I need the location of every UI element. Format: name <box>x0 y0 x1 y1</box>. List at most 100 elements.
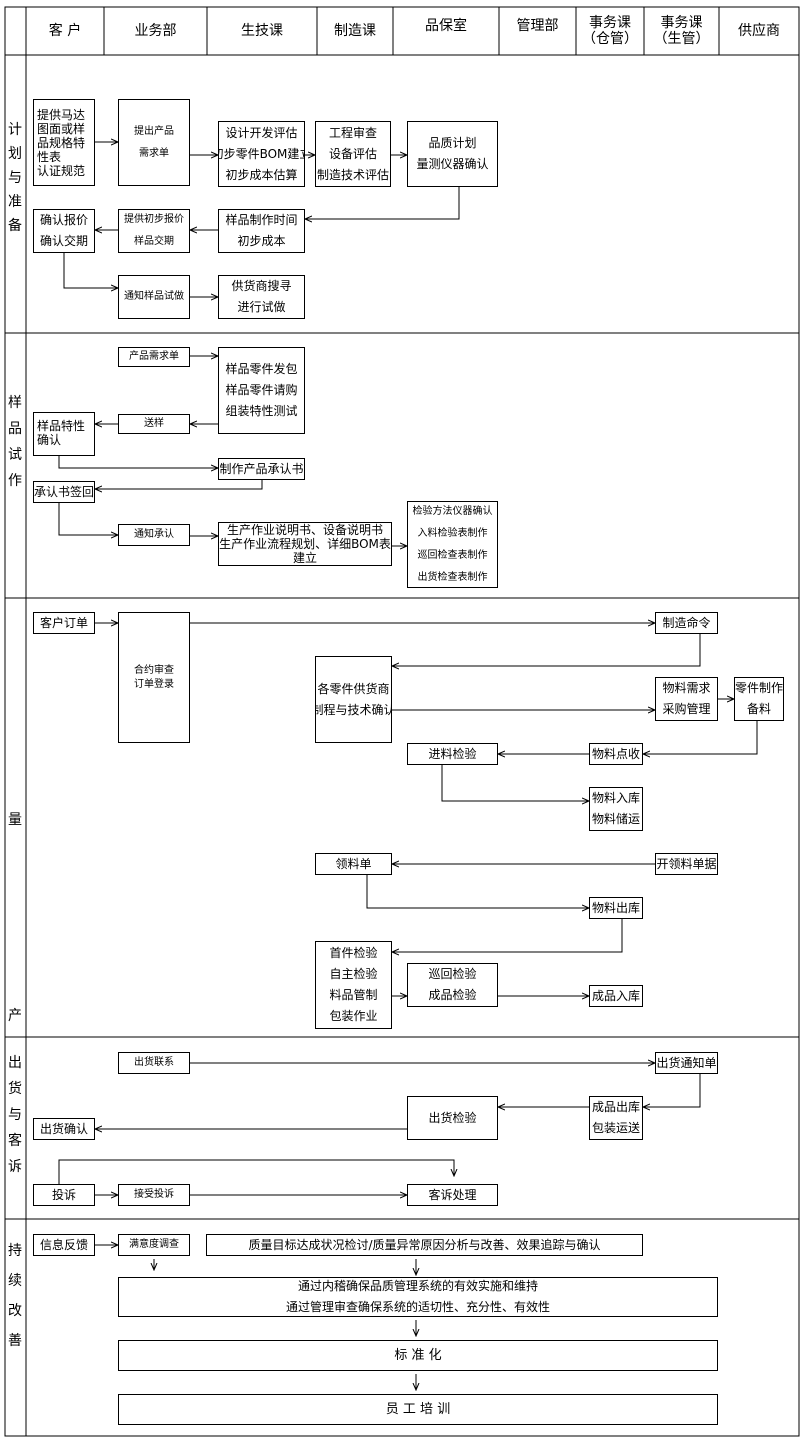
box-line: 品质计划 <box>428 136 477 150</box>
step-shipping-contact: 出货联系 <box>118 1052 190 1074</box>
box-line: 成品检验 <box>428 988 477 1002</box>
column-header-quality-assurance: 品保室 <box>425 18 467 34</box>
box-line: 送样 <box>144 418 164 429</box>
step-supplier-search: 供货商搜寻进行试做 <box>218 275 305 319</box>
box-line: 建立 <box>292 551 317 565</box>
step-initial-quote: 提供初步报价样品交期 <box>118 209 190 253</box>
box-line: 制作产品承认书 <box>219 461 304 476</box>
phase-char: 持 <box>8 1243 22 1259</box>
box-line: 需求单 <box>139 147 169 159</box>
phase-char: 计 <box>8 122 22 138</box>
step-pick-list: 领料单 <box>315 853 392 875</box>
column-header-production-engineering: 生技课 <box>241 23 283 39</box>
step-shipping-confirm: 出货确认 <box>33 1118 95 1140</box>
box-line: 巡回检查表制作 <box>417 549 488 561</box>
box-line: 自主检验 <box>329 967 378 981</box>
step-complaint: 投诉 <box>33 1184 95 1206</box>
phase-char: 诉 <box>8 1159 22 1175</box>
step-work-instructions: 生产作业说明书、设备说明书生产作业流程规划、详细BOM表建立 <box>218 522 392 566</box>
phase-char: 与 <box>8 170 22 186</box>
phase-label-ship: 出货与客诉 <box>5 1050 25 1180</box>
box-line: 领料单 <box>335 856 372 871</box>
column-header-management: 管理部 <box>516 18 559 34</box>
step-patrol-inspection: 巡回检验成品检验 <box>407 963 498 1007</box>
step-shipping-inspection: 出货检验 <box>407 1096 498 1140</box>
step-satisfaction-survey: 满意度调查 <box>118 1234 190 1256</box>
box-line: 组装特性测试 <box>225 404 298 418</box>
step-material-issue: 物料出库 <box>589 897 643 919</box>
table-border <box>4 6 800 1437</box>
box-line: 出货检验 <box>428 1110 477 1125</box>
box-line: 通过管理审查确保系统的适切性、充分性、有效性 <box>285 1300 550 1314</box>
step-issue-pick-form: 开领料单据 <box>655 853 718 875</box>
step-sample-time-cost: 样品制作时间初步成本 <box>218 209 305 253</box>
step-contract-review: 合约审查订单登录 <box>118 612 190 743</box>
box-line: 客诉处理 <box>428 1187 477 1202</box>
step-shipping-notice: 出货通知单 <box>655 1052 718 1074</box>
box-line: 出货确认 <box>39 1121 88 1136</box>
connector-arrow <box>643 1074 701 1107</box>
box-line: 提供初步报价 <box>124 214 184 225</box>
step-product-request: 提出产品需求单 <box>118 99 190 186</box>
box-line: 提供马达 <box>37 107 86 122</box>
phase-char: 产 <box>8 1008 22 1024</box>
box-line: 生产作业流程规划、详细BOM表 <box>219 537 391 551</box>
phase-char: 客 <box>8 1133 22 1149</box>
step-design-evaluation: 设计开发评估初步零件BOM建立初步成本估算 <box>218 121 305 187</box>
box-line: 质量目标达成状况检讨/质量异常原因分析与改善、效果追踪与确认 <box>248 1237 601 1252</box>
box-line: 物料点收 <box>591 746 640 761</box>
box-line: 物料需求 <box>662 681 711 695</box>
box-line: 初步零件BOM建立 <box>219 146 304 161</box>
connector-arrow <box>58 1159 454 1184</box>
box-line: 开领料单据 <box>656 856 717 871</box>
column-header-manufacturing: 制造课 <box>334 23 376 39</box>
step-provide-specs: 提供马达图面或样品规格特性表认证规范 <box>33 99 95 186</box>
step-parts-prepare: 零件制作备料 <box>734 677 784 721</box>
step-product-request-form: 产品需求单 <box>118 347 190 367</box>
connector-arrow <box>95 480 263 489</box>
column-header-warehouse: 事务课 （仓管） <box>582 15 638 47</box>
box-line: 备料 <box>746 702 771 716</box>
box-line: 标 准 化 <box>394 1347 442 1363</box>
box-line: 投诉 <box>51 1187 76 1202</box>
box-line: 承认书签回 <box>34 484 95 499</box>
box-line: 订单登录 <box>134 678 174 690</box>
step-material-receipt: 物料点收 <box>589 743 643 765</box>
step-info-feedback: 信息反馈 <box>33 1234 95 1256</box>
phase-label-plan: 计划与准备 <box>5 118 25 238</box>
step-material-requirement: 物料需求采购管理 <box>655 677 718 721</box>
box-line: 通过内稽确保品质管理系统的有效实施和维持 <box>297 1279 538 1293</box>
box-line: 通知样品试做 <box>124 291 184 302</box>
step-notify-approval: 通知承认 <box>118 524 190 546</box>
step-send-sample: 送样 <box>118 414 190 434</box>
box-line: 确认交期 <box>39 234 88 248</box>
step-complaint-handling: 客诉处理 <box>407 1184 498 1206</box>
box-line: 确认 <box>37 433 62 447</box>
step-incoming-inspection: 进料检验 <box>407 743 498 765</box>
box-line: 零件制作 <box>735 681 784 695</box>
phase-char: 货 <box>8 1081 22 1097</box>
phase-char: 样 <box>8 395 22 411</box>
connector-arrow <box>392 919 623 952</box>
phase-char: 续 <box>8 1273 22 1289</box>
box-line: 成品出库 <box>591 1100 640 1114</box>
box-line: 样品零件请购 <box>225 383 298 397</box>
step-finished-goods-in: 成品入库 <box>589 985 643 1007</box>
box-line: 样品零件发包 <box>225 362 298 376</box>
box-line: 出货联系 <box>134 1057 174 1068</box>
box-line: 首件检验 <box>329 946 378 960</box>
box-line: 包装作业 <box>329 1009 378 1023</box>
phase-char: 试 <box>8 447 22 463</box>
box-line: 信息反馈 <box>39 1237 88 1252</box>
box-line: 图面或样 <box>37 121 86 136</box>
connector-arrow <box>441 765 589 801</box>
box-line: 检验方法仪器确认 <box>412 505 493 517</box>
phase-char: 量 <box>8 812 22 828</box>
connector-arrow <box>366 875 589 908</box>
box-line: 样品交期 <box>134 236 174 247</box>
step-quality-plan: 品质计划量测仪器确认 <box>407 121 498 187</box>
connector-arrow <box>392 634 701 666</box>
box-line: 制造命令 <box>662 615 711 630</box>
box-line: 合约审查 <box>134 664 174 676</box>
